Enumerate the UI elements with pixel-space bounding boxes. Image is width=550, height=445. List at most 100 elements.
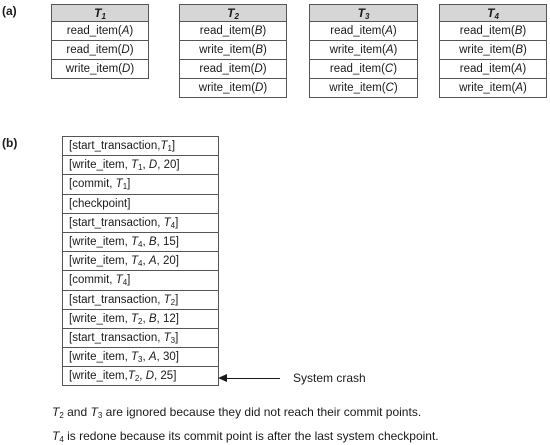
log-entry-op: start_transaction, [72, 293, 164, 306]
log-entry-value: 15 [162, 236, 176, 249]
operation-item: A [121, 25, 130, 37]
note-text: are ignored because they did not reach t… [105, 405, 422, 419]
log-entry-cell: [write_item, T3, A, 30] [62, 347, 219, 368]
log-entry-op: write_item, [72, 255, 131, 268]
operation-cell: write_item(B) [439, 40, 547, 60]
transaction-name: T [487, 6, 495, 20]
operation-cell: read_item(D) [51, 40, 149, 60]
operation-cell: read_item(B) [439, 21, 547, 41]
operation-item: A [385, 44, 394, 56]
transaction-subscript: 1 [101, 12, 106, 21]
log-entry-item: D [148, 159, 158, 172]
log-entry-transaction: T [160, 140, 168, 153]
log-entry-transaction: T [131, 159, 139, 172]
operation-item: B [254, 25, 263, 37]
log-entry-item: B [148, 236, 157, 249]
log-entry-value: 20 [163, 159, 177, 172]
note-text: is redone because its commit point is af… [67, 429, 439, 443]
note-transaction-sub: 3 [97, 411, 103, 420]
note-ignored: T2 and T3 are ignored because they did n… [52, 405, 422, 420]
log-entry-transaction: T [131, 312, 139, 325]
system-crash-label: System crash [293, 371, 366, 385]
log-entry: [write_item, T1, D, 20] [62, 155, 219, 176]
operation-item: C [385, 82, 394, 94]
operation-cell: read_item(B) [179, 21, 287, 41]
crash-arrow-line [222, 378, 280, 379]
transaction-subscript: 4 [494, 12, 499, 21]
log-entry-transaction-sub: 4 [122, 278, 128, 288]
log-entry-transaction-sub: 3 [170, 335, 176, 345]
operation-item: D [255, 82, 264, 94]
operation-item: A [385, 25, 393, 37]
log-entry-transaction: T [115, 178, 123, 191]
operation-name: read_item [66, 44, 118, 56]
log-entry-op: write_item, [72, 370, 128, 383]
log-entry-cell: [start_transaction,T1] [62, 135, 219, 157]
log-entry-cell: [write_item, T2, B, 12] [62, 308, 219, 329]
operation-cell: write_item(A) [309, 40, 418, 60]
operation-name: write_item [329, 82, 382, 94]
log-entry-item: B [148, 312, 157, 325]
operation-name: read_item [459, 63, 511, 75]
operation-name: write_item [459, 44, 512, 56]
note-redone: T4 is redone because its commit point is… [52, 429, 439, 444]
log-entry-transaction: T [163, 216, 171, 229]
operation-item: D [121, 44, 130, 56]
log-entry-transaction: T [163, 293, 171, 306]
log-entry-transaction: T [131, 255, 139, 268]
log-entry-cell: [write_item, T4, A, 20] [62, 251, 219, 272]
log-entry: [commit, T1] [62, 174, 219, 195]
log-entry: [start_transaction, T3] [62, 327, 219, 349]
log-entry-transaction-sub: 3 [138, 355, 143, 365]
log-entry-cell: [start_transaction, T2] [62, 289, 219, 310]
log-entry-op: commit, [72, 274, 116, 287]
log-entry-transaction-sub: 2 [134, 374, 140, 384]
operation-cell: read_item(A) [51, 21, 149, 41]
log-entry-value: 12 [162, 312, 176, 325]
transaction-name: T [94, 6, 102, 20]
operation-cell: read_item(D) [179, 59, 287, 79]
log-entry: [write_item, T3, A, 30] [62, 347, 219, 368]
transaction-name: T [227, 6, 235, 20]
log-entry-op: commit, [72, 178, 116, 191]
part-b-label: (b) [2, 136, 18, 150]
log-entry-transaction-sub: 1 [138, 163, 143, 173]
note-transaction: T [52, 405, 60, 419]
log-entry-op: start_transaction, [72, 216, 164, 229]
log-entry-op: checkpoint [72, 197, 128, 210]
log-entry: [start_transaction, T2] [62, 289, 219, 310]
log-entry-transaction: T [163, 331, 171, 344]
log-entry-op: write_item, [72, 312, 131, 325]
log-entry-op: write_item, [72, 236, 131, 249]
log-entry-transaction: T [115, 274, 123, 287]
transaction-subscript: 3 [364, 12, 370, 21]
log-entry-transaction: T [131, 351, 139, 364]
transaction-header: T2 [179, 4, 287, 22]
transaction-header: T4 [439, 4, 547, 22]
operation-item: B [514, 25, 523, 37]
operation-item: D [254, 63, 263, 75]
transaction-name: T [357, 6, 365, 20]
operation-item: D [122, 63, 131, 75]
log-entry-cell: [write_item, T1, D, 20] [62, 155, 219, 176]
note-transaction-sub: 4 [59, 435, 64, 444]
operation-cell: write_item(C) [309, 78, 418, 98]
operation-cell: write_item(D) [179, 78, 287, 98]
operation-name: write_item [459, 82, 512, 94]
log-entry: [checkpoint] [62, 193, 219, 214]
log-entry-cell: [commit, T1] [62, 174, 219, 195]
log-entry: [start_transaction, T4] [62, 212, 219, 233]
operation-name: read_item [330, 25, 382, 37]
operation-name: write_item [65, 63, 119, 75]
log-entry: [write_item,T2, D, 25] [62, 366, 219, 387]
operation-item: A [515, 82, 524, 94]
operation-name: read_item [459, 25, 511, 37]
log-entry: [write_item, T2, B, 12] [62, 308, 219, 329]
operation-name: read_item [66, 25, 118, 37]
log-entry: [write_item, T4, B, 15] [62, 231, 219, 253]
log-entry: [write_item, T4, A, 20] [62, 251, 219, 272]
log-entry-transaction-sub: 4 [138, 240, 143, 250]
